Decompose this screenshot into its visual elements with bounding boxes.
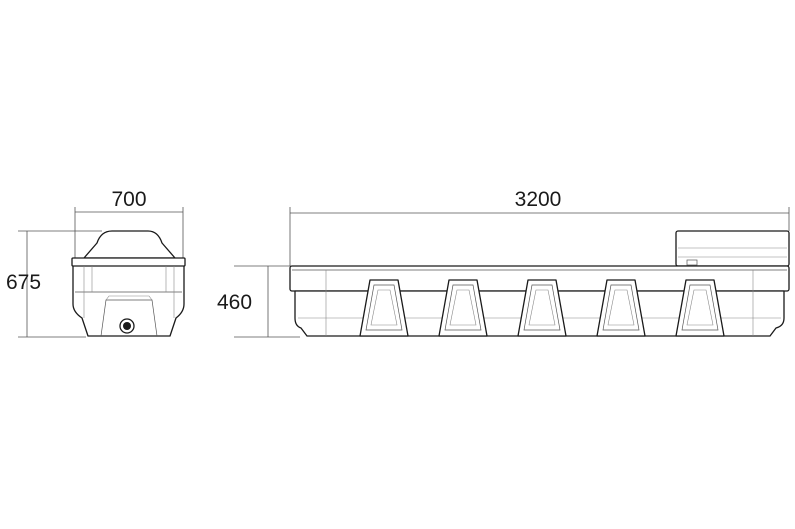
pocket-4: [596, 279, 646, 337]
end-width-dimension: 700: [74, 188, 184, 258]
pocket-2: [438, 279, 488, 337]
pocket-3: [517, 279, 567, 337]
end-view: 700 675: [6, 188, 186, 338]
pocket-1: [359, 279, 409, 337]
end-height-dimension: 675: [6, 230, 102, 338]
end-view-body: [71, 230, 186, 337]
end-height-label: 675: [6, 271, 41, 294]
side-height-dimension: 460: [217, 265, 300, 338]
side-height-label: 460: [217, 291, 252, 314]
side-length-dimension: 3200: [289, 188, 790, 266]
side-view: 3200 460: [217, 188, 790, 338]
end-width-label: 700: [111, 188, 146, 211]
side-length-label: 3200: [515, 188, 562, 211]
control-box: [675, 230, 790, 267]
pocket-5: [675, 279, 725, 337]
